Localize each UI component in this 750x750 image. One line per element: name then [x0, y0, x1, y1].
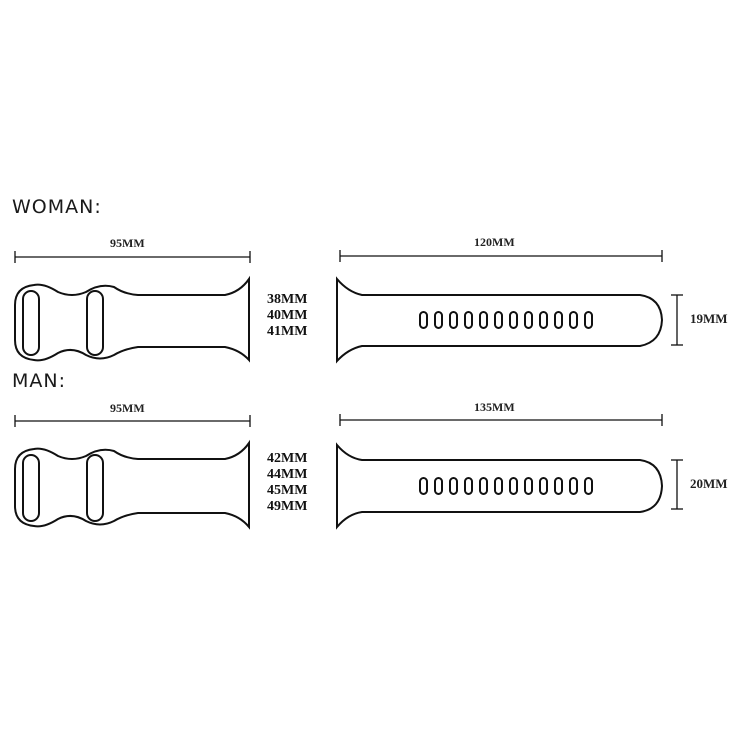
man-long-strap-length: 135MM: [474, 400, 515, 414]
woman-strap-width: 19MM: [690, 311, 728, 326]
woman-short-strap-length: 95MM: [110, 236, 145, 250]
woman-long-strap: [336, 276, 664, 364]
man-short-strap: [14, 439, 250, 530]
case-size: 42MM: [267, 451, 308, 466]
case-size: 44MM: [267, 467, 308, 482]
man-section-label: MAN:: [12, 370, 67, 392]
man-long-dimension-line: [339, 414, 663, 426]
case-size: 38MM: [267, 292, 308, 307]
case-size: 41MM: [267, 324, 308, 339]
woman-case-sizes: 38MM 40MM 41MM: [267, 292, 307, 340]
man-short-strap-length: 95MM: [110, 401, 145, 415]
man-width-dimension-line: [671, 459, 683, 510]
woman-long-strap-length: 120MM: [474, 235, 515, 249]
woman-short-dimension-line: [14, 251, 251, 263]
man-strap-width: 20MM: [690, 476, 728, 491]
case-size: 40MM: [267, 308, 308, 323]
woman-long-dimension-line: [339, 250, 663, 262]
man-adjustment-holes: [419, 477, 593, 495]
man-case-sizes: 42MM 44MM 45MM 49MM: [267, 451, 307, 515]
woman-adjustment-holes: [419, 311, 593, 329]
man-short-dimension-line: [14, 415, 251, 427]
woman-short-strap: [14, 275, 250, 363]
case-size: 49MM: [267, 499, 308, 514]
man-long-strap: [336, 442, 664, 530]
woman-width-dimension-line: [671, 294, 683, 346]
woman-section-label: WOMAN:: [12, 196, 102, 218]
case-size: 45MM: [267, 483, 308, 498]
